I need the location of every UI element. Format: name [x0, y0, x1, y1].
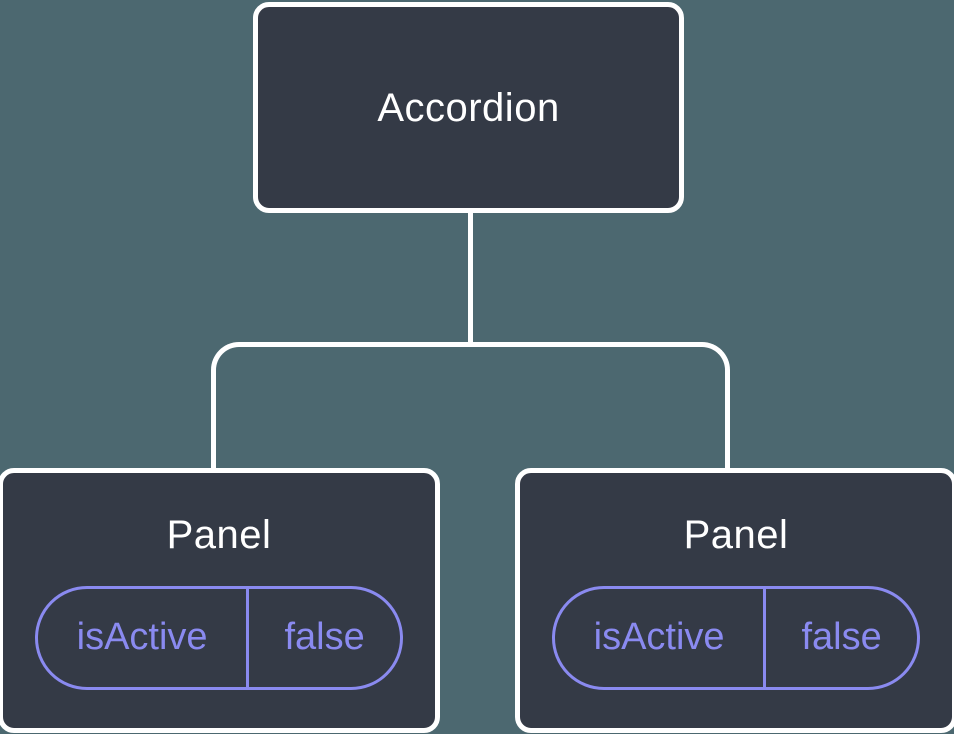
panel-node-left: Panel isActive false	[0, 468, 440, 733]
prop-name: isActive	[38, 588, 250, 687]
panel-node-label: Panel	[683, 512, 789, 557]
prop-value: false	[284, 616, 365, 658]
panel-node-right: Panel isActive false	[515, 468, 954, 733]
root-node-accordion: Accordion	[253, 2, 684, 213]
prop-pill: isActive false	[552, 585, 920, 690]
connector-branch	[211, 342, 730, 470]
root-node-label: Accordion	[377, 85, 560, 130]
panel-node-label: Panel	[166, 512, 272, 557]
prop-name: isActive	[555, 588, 767, 687]
connector-stem	[468, 210, 473, 347]
prop-value: false	[801, 616, 882, 658]
prop-pill: isActive false	[35, 585, 403, 690]
